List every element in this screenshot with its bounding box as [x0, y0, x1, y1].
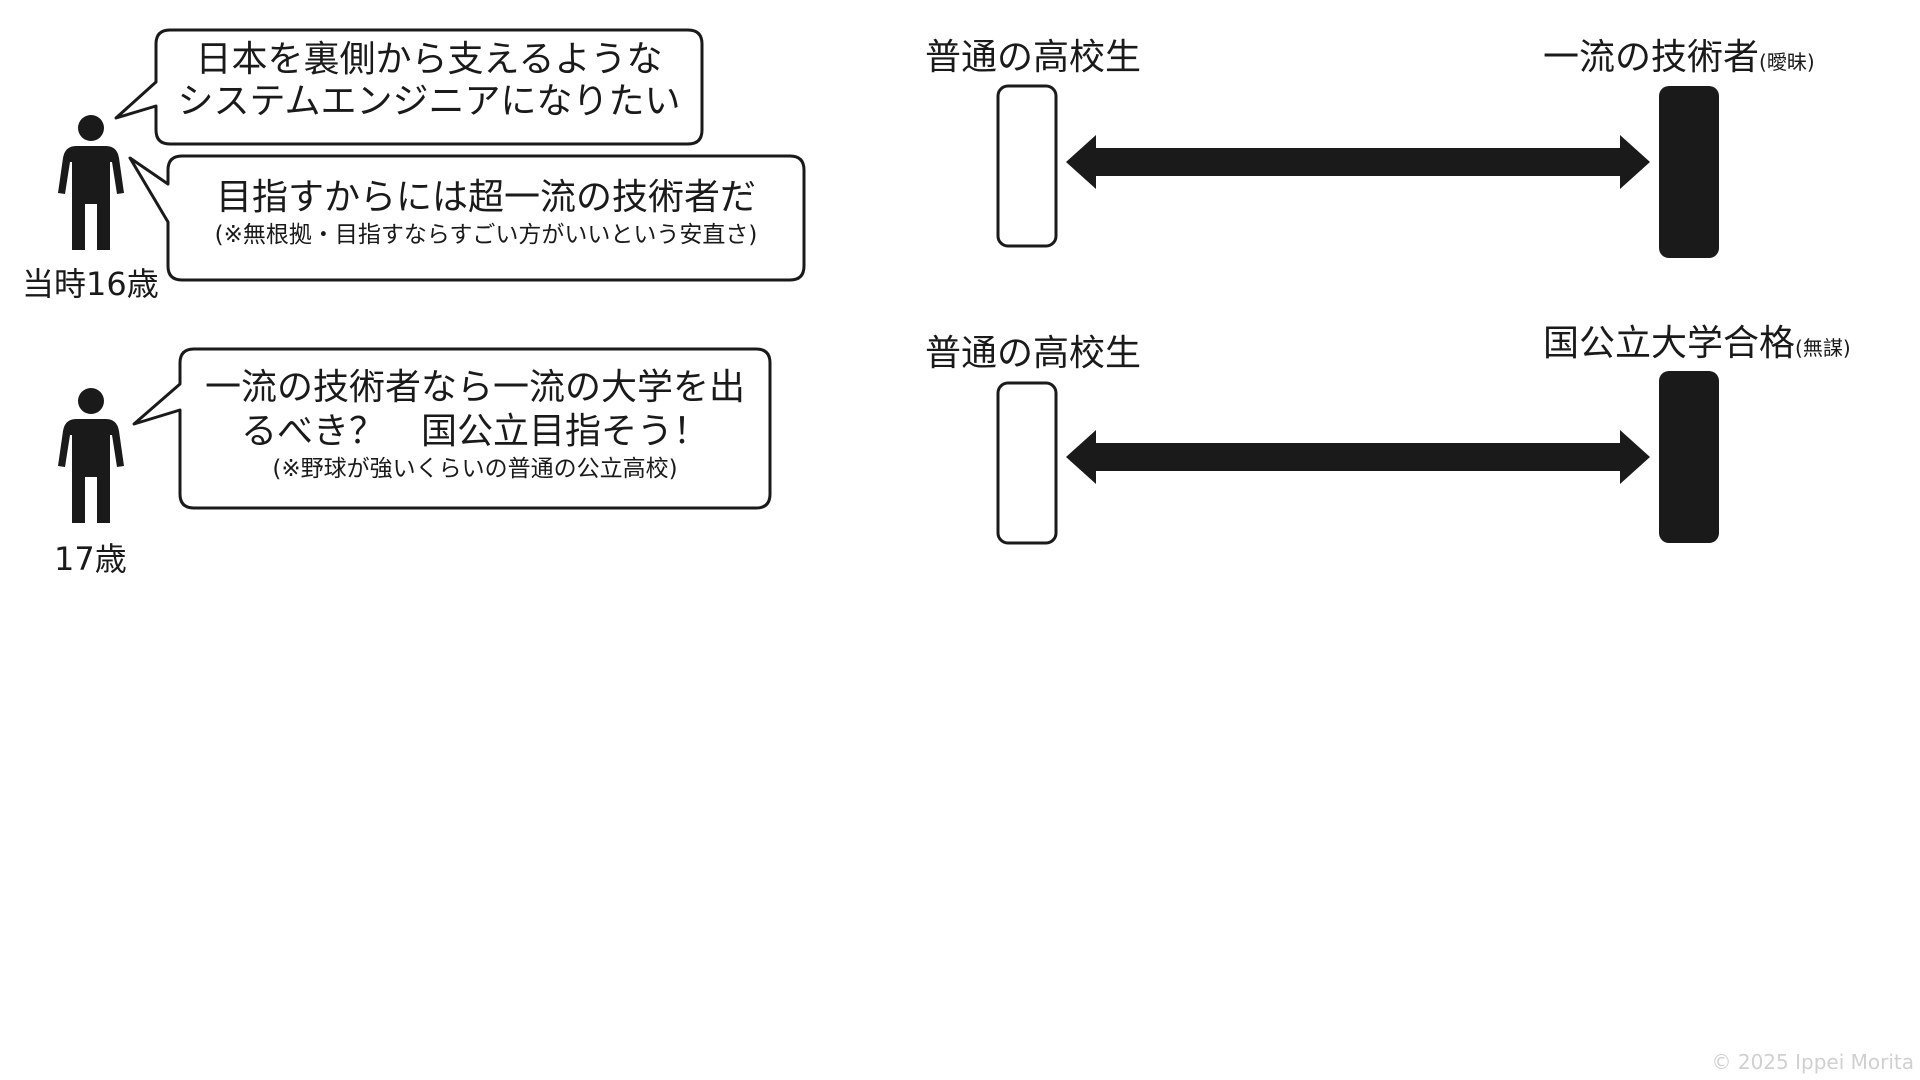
- goal-label: 国公立大学合格: [1543, 323, 1796, 364]
- person-icon: [58, 115, 124, 250]
- start-label: 普通の高校生: [925, 37, 1142, 78]
- bubble-text-line: システムエンジニアになりたい: [177, 81, 681, 122]
- bubble-text-line: るべき？ 国公立目指そう！: [240, 411, 709, 452]
- goal-note: (無謀): [1795, 336, 1851, 360]
- goal-marker: [1659, 371, 1719, 543]
- start-marker: [996, 381, 1058, 545]
- age-label: 17歳: [54, 540, 127, 578]
- copyright-text: © 2025 Ippei Morita: [1711, 1050, 1915, 1074]
- bubble-note: (※無根拠・目指すならすごい方がいいという安直さ): [214, 222, 758, 248]
- goal-label: 一流の技術者: [1543, 37, 1760, 78]
- double-arrow-icon: [1066, 430, 1650, 484]
- speech-bubble: [128, 154, 806, 282]
- start-marker: [996, 84, 1058, 248]
- goal-label-group: 国公立大学合格(無謀): [1543, 326, 1851, 362]
- goal-note: (曖昧): [1759, 50, 1815, 74]
- speech-bubble: [114, 28, 704, 146]
- start-label: 普通の高校生: [925, 333, 1142, 374]
- bubble-text-line: 目指すからには超一流の技術者だ: [215, 177, 756, 218]
- person-icon: [58, 388, 124, 523]
- bubble-text-line: 一流の技術者なら一流の大学を出: [204, 367, 745, 408]
- bubble-note: (※野球が強いくらいの普通の公立高校): [272, 456, 678, 482]
- goal-label-group: 一流の技術者(曖昧): [1543, 40, 1815, 76]
- age-label: 当時16歳: [22, 265, 159, 303]
- speech-bubble: [132, 347, 772, 510]
- double-arrow-icon: [1066, 135, 1650, 189]
- goal-marker: [1659, 86, 1719, 258]
- bubble-text-line: 日本を裏側から支えるような: [195, 39, 663, 80]
